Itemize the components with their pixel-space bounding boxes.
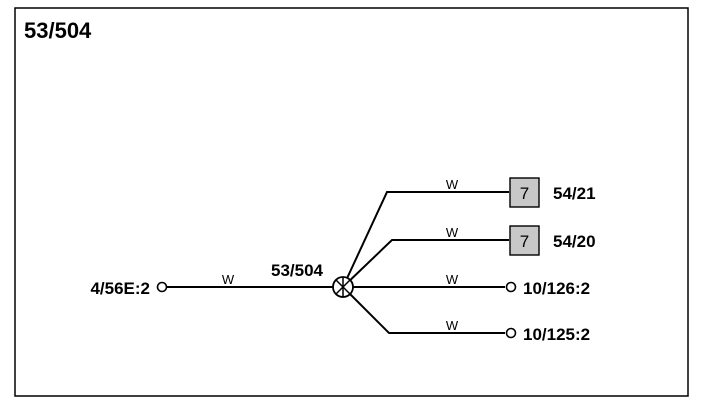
branch-label-10-125-2: 10/125:2 <box>523 325 590 344</box>
connector-box-54-20 <box>509 225 540 256</box>
branch-wire-54-20 <box>342 239 509 288</box>
branch-label-54-20: 54/20 <box>553 232 596 251</box>
branch-wire-10-125-2 <box>342 286 505 334</box>
branch-label-10-126-2: 10/126:2 <box>523 279 590 298</box>
diagram-title: 53/504 <box>24 18 92 43</box>
diagram-frame <box>14 7 689 397</box>
left-wire-color: W <box>222 272 235 287</box>
left-terminal-circle <box>156 281 168 293</box>
splice-node <box>332 276 354 298</box>
connector-box-54-21 <box>509 177 540 208</box>
branch-wire-color-10-125-2: W <box>446 318 459 333</box>
terminal-circle-10-126-2 <box>505 281 517 293</box>
branch-label-54-21: 54/21 <box>553 184 596 203</box>
connector-number-54-20: 7 <box>520 232 529 251</box>
branch-wire-color-54-20: W <box>446 225 459 240</box>
branch-wire-54-21 <box>342 191 509 288</box>
branch-wire-color-10-126-2: W <box>446 272 459 287</box>
branch-wire-color-54-21: W <box>446 177 459 192</box>
splice-label: 53/504 <box>271 261 324 280</box>
left-terminal-label: 4/56E:2 <box>90 279 150 298</box>
connector-number-54-21: 7 <box>520 184 529 203</box>
terminal-circle-10-125-2 <box>505 327 517 339</box>
